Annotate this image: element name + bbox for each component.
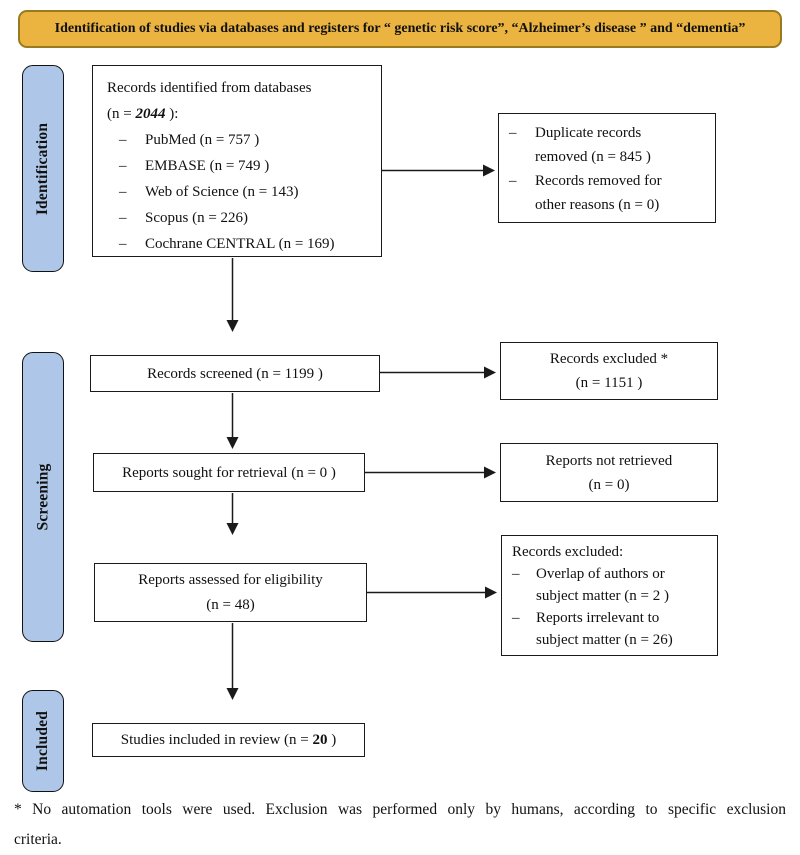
box-reports-not-retrieved: Reports not retrieved (n = 0) <box>500 443 718 502</box>
arrow-sought-to-not-retrieved <box>365 466 496 479</box>
dash-bullet: – <box>512 566 520 582</box>
box-records-identified: Records identified from databases (n = 2… <box>92 65 382 257</box>
box-studies-included: Studies included in review (n = 20 ) <box>92 723 365 757</box>
records-identified-count: (n = 2044 ): <box>107 106 179 122</box>
stage-label-included: Included <box>22 690 64 792</box>
arrow-identified-to-duplicates <box>382 164 495 177</box>
records-screened-text: Records screened (n = 1199 ) <box>147 365 323 382</box>
list-item: –Scopus (n = 226) <box>119 205 377 231</box>
studies-included-text: Studies included in review (n = 20 ) <box>120 732 337 748</box>
dash-bullet: – <box>119 184 127 200</box>
arrow-screened-to-sought <box>226 393 239 449</box>
records-excluded-line2: (n = 1151 ) <box>575 375 643 391</box>
stage-label-screening: Screening <box>22 352 64 642</box>
dash-bullet: – <box>119 210 127 226</box>
box-records-screened: Records screened (n = 1199 ) <box>90 355 380 392</box>
list-item: –Duplicate records removed (n = 845 ) <box>509 121 711 169</box>
reports-assessed-line1: Reports assessed for eligibility <box>138 571 323 588</box>
list-item: –PubMed (n = 757 ) <box>119 127 377 153</box>
not-retrieved-line2: (n = 0) <box>588 476 630 493</box>
stage-label-included-text: Included <box>34 710 51 772</box>
dash-bullet: – <box>119 236 127 252</box>
arrow-sought-to-assessed <box>226 493 239 535</box>
records-identified-n: 2044 <box>135 106 166 122</box>
list-item: –Web of Science (n = 143) <box>119 179 377 205</box>
box-reports-assessed: Reports assessed for eligibility (n = 48… <box>94 563 367 622</box>
arrow-assessed-to-included <box>226 623 239 700</box>
stage-label-identification-text: Identification <box>34 122 52 215</box>
database-list: –PubMed (n = 757 ) –EMBASE (n = 749 ) –W… <box>119 127 377 257</box>
list-item: –Overlap of authors or subject matter (n… <box>512 563 715 607</box>
box-duplicates-removed: –Duplicate records removed (n = 845 ) –R… <box>498 113 716 223</box>
dash-bullet: – <box>512 610 520 626</box>
box-records-excluded-eligibility: Records excluded: –Overlap of authors or… <box>501 535 718 656</box>
arrow-assessed-to-excluded <box>367 586 497 599</box>
stage-label-identification: Identification <box>22 65 64 272</box>
records-excluded-line1: Records excluded * <box>549 351 669 367</box>
list-item: –Records removed for other reasons (n = … <box>509 169 711 217</box>
dash-bullet: – <box>509 173 517 189</box>
excluded-eligibility-title: Records excluded: <box>512 544 624 560</box>
reports-assessed-line2: (n = 48) <box>206 596 255 613</box>
title-banner-text: Identification of studies via databases … <box>54 21 746 36</box>
dash-bullet: – <box>119 158 127 174</box>
box-records-excluded-screening: Records excluded * (n = 1151 ) <box>500 342 718 400</box>
studies-included-n: 20 <box>312 732 328 748</box>
box-reports-sought: Reports sought for retrieval (n = 0 ) <box>93 453 365 492</box>
footnote: * No automation tools were used. Exclusi… <box>14 801 786 848</box>
list-item: –Reports irrelevant to subject matter (n… <box>512 607 715 651</box>
dash-bullet: – <box>119 132 127 148</box>
records-identified-line1: Records identified from databases <box>107 80 312 96</box>
not-retrieved-line1: Reports not retrieved <box>545 452 673 469</box>
title-banner: Identification of studies via databases … <box>18 10 782 48</box>
list-item: –EMBASE (n = 749 ) <box>119 153 377 179</box>
reports-sought-text: Reports sought for retrieval (n = 0 ) <box>122 464 336 481</box>
stage-label-screening-text: Screening <box>34 463 51 531</box>
arrow-identified-to-screened <box>226 258 239 332</box>
list-item: –Cochrane CENTRAL (n = 169) <box>119 231 377 257</box>
arrow-screened-to-excluded <box>380 366 496 379</box>
dash-bullet: – <box>509 125 517 141</box>
